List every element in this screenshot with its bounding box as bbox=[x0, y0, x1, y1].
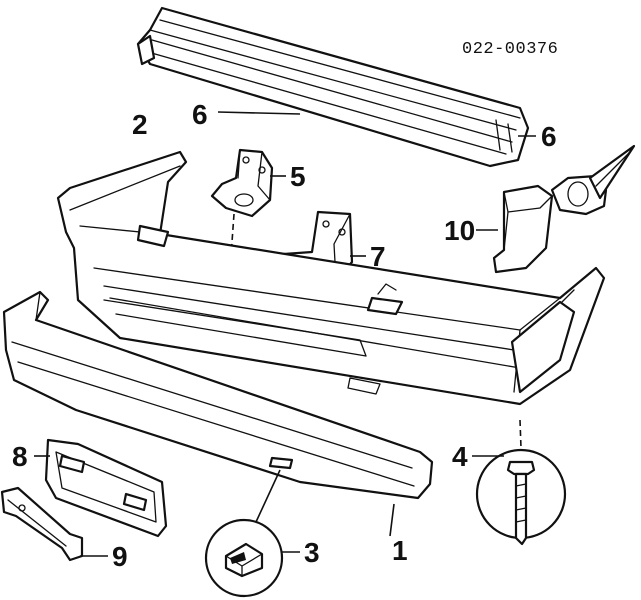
clip-guide-line bbox=[519, 419, 522, 449]
reference-code: 022-00376 bbox=[462, 40, 558, 59]
callout-9: 9 bbox=[112, 541, 128, 572]
bumper-assembly bbox=[56, 150, 606, 406]
license-plate-bracket bbox=[44, 438, 168, 538]
lower-bracket bbox=[0, 486, 84, 562]
callout-5: 5 bbox=[290, 161, 306, 192]
callout-3: 3 bbox=[304, 537, 320, 568]
callout-1: 1 bbox=[392, 535, 408, 566]
callout-7: 7 bbox=[370, 241, 386, 272]
callout-6-right: 6 bbox=[541, 121, 557, 152]
upper-bracket bbox=[210, 148, 274, 218]
callout-8: 8 bbox=[12, 441, 28, 472]
callout-6-left: 6 bbox=[192, 99, 208, 130]
clip-detail bbox=[475, 448, 567, 546]
grommet-leader bbox=[255, 469, 281, 523]
reinforcement-bar bbox=[136, 6, 530, 168]
callout-2: 2 bbox=[132, 109, 148, 140]
leader-6-left bbox=[217, 111, 301, 115]
energy-absorber-mount bbox=[492, 144, 636, 274]
bumper-cover bbox=[2, 290, 434, 500]
callout-10: 10 bbox=[444, 215, 475, 246]
grommet-detail bbox=[204, 518, 284, 598]
leader-1 bbox=[389, 503, 395, 537]
callout-4: 4 bbox=[452, 441, 468, 472]
